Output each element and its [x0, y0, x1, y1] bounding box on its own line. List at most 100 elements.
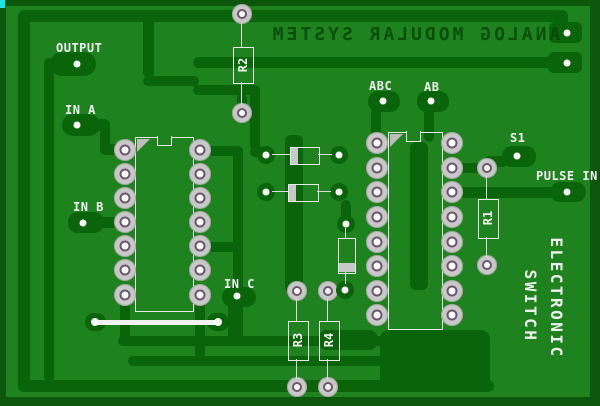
ic2-pad[interactable]	[366, 157, 388, 179]
r2-lead	[241, 82, 242, 105]
d3-pad[interactable]	[337, 215, 355, 233]
r3-body[interactable]	[288, 321, 309, 361]
r2-body[interactable]	[233, 47, 254, 84]
r3-lead	[296, 359, 297, 379]
copper-pour	[318, 330, 378, 350]
side-title-electronic: ELECTRONIC	[547, 237, 566, 359]
d1-lead	[318, 154, 332, 155]
ic2-pad[interactable]	[441, 231, 463, 253]
d2-body[interactable]	[288, 184, 319, 202]
ic1-pad[interactable]	[189, 259, 211, 281]
ic2-pad[interactable]	[366, 304, 388, 326]
d3-body[interactable]	[338, 238, 356, 274]
board-edge-top	[0, 0, 600, 6]
ic2-pad[interactable]	[366, 206, 388, 228]
r2-lead	[241, 22, 242, 47]
jumper-wire[interactable]	[95, 320, 218, 325]
pad-abc[interactable]	[374, 92, 392, 110]
d2-lead	[317, 191, 331, 192]
r2-pad[interactable]	[232, 103, 252, 123]
label-in-b: IN B	[73, 200, 104, 214]
trace	[193, 85, 259, 95]
trace	[18, 10, 30, 392]
label-ab: AB	[424, 80, 440, 94]
r4-pad[interactable]	[318, 377, 338, 397]
pad-in-c[interactable]	[228, 287, 246, 305]
ic2-pad[interactable]	[441, 132, 463, 154]
r1-body[interactable]	[478, 199, 499, 239]
r2-pad[interactable]	[232, 4, 252, 24]
r3-pad[interactable]	[287, 281, 307, 301]
jumper-pad[interactable]	[214, 318, 222, 326]
r3-lead	[296, 299, 297, 321]
ic1-pad[interactable]	[114, 259, 136, 281]
pad-in-b[interactable]	[74, 214, 92, 232]
ic1-pad[interactable]	[114, 284, 136, 306]
ic2-pad[interactable]	[366, 280, 388, 302]
ic2-body[interactable]	[388, 132, 443, 330]
ic1-pad[interactable]	[189, 284, 211, 306]
pad-top-right[interactable]	[558, 24, 576, 42]
ic1-pad[interactable]	[189, 139, 211, 161]
r1-pad[interactable]	[477, 255, 497, 275]
ic2-pad[interactable]	[441, 255, 463, 277]
pad-s1[interactable]	[508, 147, 526, 165]
ic2-pad[interactable]	[366, 231, 388, 253]
trace	[452, 187, 560, 198]
label-pulse-in: PULSE IN	[536, 169, 598, 183]
ic2-pad[interactable]	[366, 132, 388, 154]
ic2-pad[interactable]	[441, 304, 463, 326]
trace	[237, 93, 247, 107]
d2-pad[interactable]	[330, 183, 348, 201]
ic2-pad[interactable]	[441, 157, 463, 179]
pad-ab[interactable]	[422, 92, 440, 110]
ic2-pad[interactable]	[366, 255, 388, 277]
ic2-pad[interactable]	[366, 181, 388, 203]
r3-pad[interactable]	[287, 377, 307, 397]
r2-label: R2	[236, 57, 250, 73]
ic2-pad[interactable]	[441, 181, 463, 203]
ic1-pad[interactable]	[114, 211, 136, 233]
ic1-pad[interactable]	[189, 187, 211, 209]
r4-pad[interactable]	[318, 281, 338, 301]
ic1-pad[interactable]	[114, 235, 136, 257]
trace	[207, 242, 237, 252]
ic1-pad[interactable]	[114, 163, 136, 185]
r4-body[interactable]	[319, 321, 340, 361]
d3-pad[interactable]	[336, 281, 354, 299]
r1-pad[interactable]	[477, 158, 497, 178]
etched-title: ANALOG MODULAR SYSTEM	[269, 24, 561, 45]
label-in-a: IN A	[65, 103, 96, 117]
ic2-pad[interactable]	[441, 206, 463, 228]
trace	[341, 200, 351, 228]
label-abc: ABC	[369, 79, 393, 93]
ic2-pad[interactable]	[441, 280, 463, 302]
pad-pulse-in[interactable]	[558, 183, 576, 201]
ic1-pad[interactable]	[189, 235, 211, 257]
ic1-notch	[157, 136, 172, 146]
r4-lead	[327, 299, 328, 321]
trace	[143, 76, 199, 86]
trace	[484, 156, 508, 167]
r1-label: R1	[481, 210, 495, 226]
d1-body[interactable]	[290, 147, 320, 165]
d2-pad[interactable]	[257, 183, 275, 201]
pad-in-a[interactable]	[68, 116, 86, 134]
r4-label: R4	[322, 332, 336, 348]
side-title-switch: SWITCH	[521, 269, 540, 343]
jumper-pad[interactable]	[91, 318, 99, 326]
pad-output[interactable]	[68, 55, 86, 73]
d1-cathode-band	[291, 148, 298, 164]
board-edge-right	[590, 0, 600, 406]
d1-pad[interactable]	[330, 146, 348, 164]
d1-pad[interactable]	[257, 146, 275, 164]
ic1-pad[interactable]	[114, 139, 136, 161]
ic1-pad[interactable]	[114, 187, 136, 209]
ic1-pad[interactable]	[189, 211, 211, 233]
ic2-pin1-triangle	[390, 134, 403, 147]
ic1-pad[interactable]	[189, 163, 211, 185]
trace	[98, 217, 128, 228]
ic1-body[interactable]	[135, 137, 194, 312]
d3-cathode-band	[339, 263, 355, 272]
pad-top-right[interactable]	[558, 54, 576, 72]
